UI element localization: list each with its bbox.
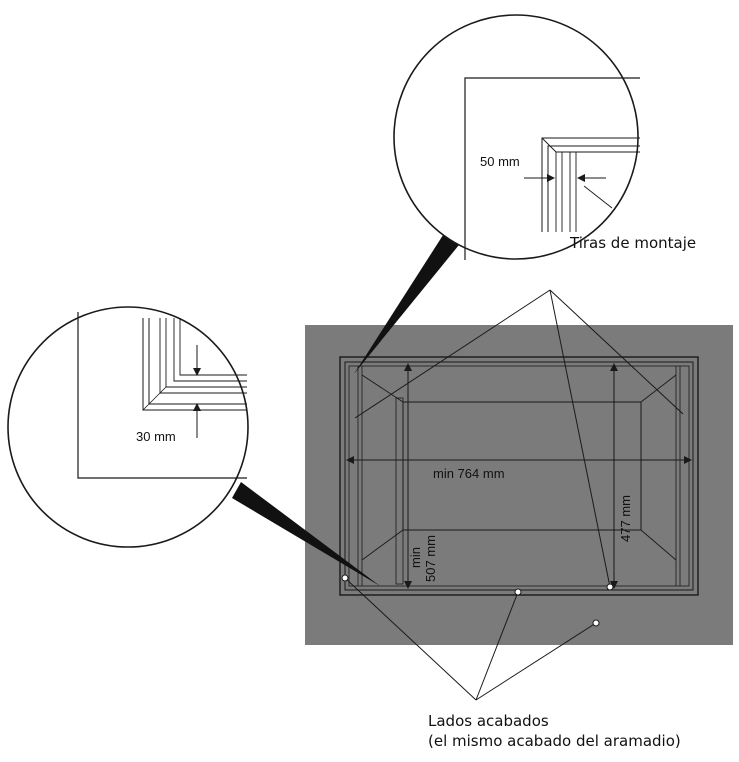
finished-sides-label: Lados acabados <box>428 712 549 730</box>
magnifier-pointer-top <box>354 232 463 374</box>
magnifier-pointer-left <box>232 482 380 586</box>
callout-line <box>344 577 477 701</box>
inner-height-label: 477 mm <box>618 495 633 542</box>
detail-magnifier-top <box>393 14 640 260</box>
callout-line <box>549 289 611 588</box>
mounting-strips-label: Tiras de montaje <box>569 234 696 252</box>
detail-magnifier-left <box>7 306 249 548</box>
callout-line <box>475 591 519 701</box>
callout-line <box>549 289 684 415</box>
callout-line <box>354 289 551 419</box>
cabinet-surround <box>305 325 733 645</box>
callout-dots <box>341 574 614 627</box>
corner-offset-label: 30 mm <box>136 429 176 444</box>
min-height-word: min <box>408 547 423 568</box>
finished-sides-note: (el mismo acabado del aramadio) <box>428 732 681 750</box>
min-height-value: 507 mm <box>423 535 438 582</box>
dimension-arrows <box>346 363 692 589</box>
strip-width-label: 50 mm <box>480 154 520 169</box>
callout-line <box>475 622 597 701</box>
min-width-label: min 764 mm <box>433 466 505 481</box>
